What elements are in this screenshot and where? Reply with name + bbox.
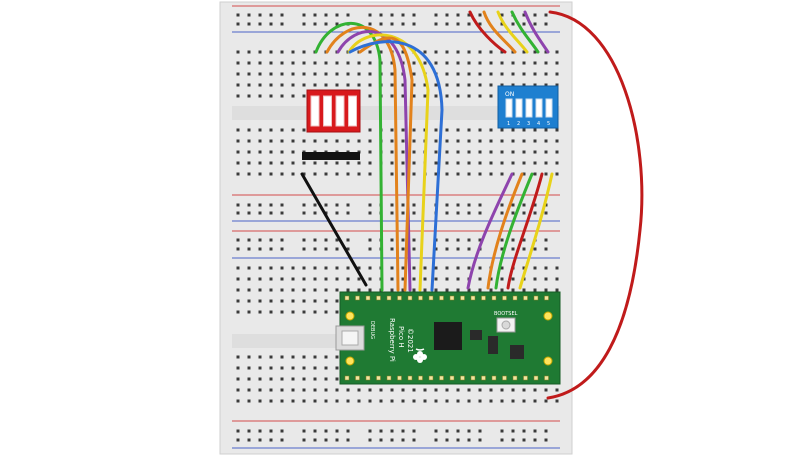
dip-lever[interactable] xyxy=(505,98,513,118)
pin-hole xyxy=(544,295,549,301)
pin-hole xyxy=(407,375,413,381)
wire-yellow xyxy=(518,172,554,290)
dip-lever[interactable] xyxy=(525,98,533,118)
pin-hole xyxy=(512,375,518,381)
wire-green xyxy=(510,10,540,54)
pin-hole xyxy=(344,375,350,381)
led-segment xyxy=(348,95,357,127)
pin-hole xyxy=(481,295,486,301)
rp2040-chip xyxy=(434,322,462,350)
pin-hole xyxy=(355,295,360,301)
pin-hole xyxy=(481,375,486,381)
wire-purple xyxy=(523,10,550,54)
pin-hole xyxy=(523,375,528,381)
regulator xyxy=(510,345,524,359)
pin-hole xyxy=(502,295,507,301)
wire-orange xyxy=(482,10,517,54)
pin-hole xyxy=(449,295,455,301)
wire-red xyxy=(546,10,644,400)
resistor-network xyxy=(302,152,360,160)
wire-orange xyxy=(486,172,524,290)
mount-hole-bl xyxy=(345,356,355,366)
pin-hole xyxy=(365,295,371,301)
pin-hole xyxy=(449,375,455,381)
wire-green xyxy=(314,21,384,292)
led-segment xyxy=(310,95,320,127)
dip-position-label: 3 xyxy=(527,121,530,127)
mount-hole-tr xyxy=(543,311,553,321)
pin-hole xyxy=(491,295,497,301)
board-name-line1: Raspberry Pi xyxy=(388,318,396,362)
wire-yellow xyxy=(496,10,529,54)
pin-hole xyxy=(533,375,539,381)
pin-hole xyxy=(365,375,371,381)
wire-red xyxy=(506,172,544,290)
jumper-wires xyxy=(300,10,644,400)
pin-hole xyxy=(428,295,434,301)
dip-on-label: ON xyxy=(505,91,514,98)
pin-hole xyxy=(533,295,539,301)
dip-position-label: 5 xyxy=(547,121,550,127)
led-bar-graph xyxy=(306,89,361,133)
pin-hole xyxy=(491,375,497,381)
pin-hole xyxy=(512,295,518,301)
pin-hole xyxy=(470,295,476,301)
pin-hole xyxy=(470,375,476,381)
pin-hole xyxy=(397,295,402,301)
pin-hole xyxy=(376,295,381,301)
dip-position-label: 4 xyxy=(537,121,540,127)
wire-orange xyxy=(325,26,400,292)
dip-position-label: 2 xyxy=(517,121,520,127)
pin-hole xyxy=(397,375,402,381)
pin-hole xyxy=(523,295,528,301)
wire-black xyxy=(300,172,368,287)
pin-hole xyxy=(376,375,381,381)
mount-hole-tl xyxy=(345,311,355,321)
pin-hole xyxy=(460,295,465,301)
pin-hole xyxy=(439,295,444,301)
pin-hole xyxy=(418,295,423,301)
dip-lever[interactable] xyxy=(535,98,543,118)
pin-hole xyxy=(344,295,350,301)
wire-purple xyxy=(466,172,514,290)
pin-hole xyxy=(439,375,444,381)
pin-hole xyxy=(386,295,392,301)
dip-switch[interactable]: ON 1 2 3 4 5 xyxy=(497,85,559,129)
pico-board: BOOTSEL Raspberry Pi Pico H ©2021 DEBUG xyxy=(335,291,561,385)
pin-hole xyxy=(428,375,434,381)
pin-hole xyxy=(355,375,360,381)
pin-hole xyxy=(386,375,392,381)
board-copyright: ©2021 xyxy=(406,328,414,353)
led-segment xyxy=(323,95,332,127)
pin-hole xyxy=(502,375,507,381)
pin-hole xyxy=(407,295,413,301)
debug-label: DEBUG xyxy=(369,321,375,339)
mount-hole-br xyxy=(543,356,553,366)
bootsel-label: BOOTSEL xyxy=(494,311,518,317)
board-name-line2: Pico H xyxy=(397,326,405,348)
flash-chip xyxy=(470,330,482,340)
dip-lever[interactable] xyxy=(545,98,553,118)
wire-green xyxy=(494,172,534,290)
dip-position-label: 1 xyxy=(507,121,510,127)
dip-lever[interactable] xyxy=(515,98,523,118)
raspberry-logo xyxy=(413,348,427,363)
pin-hole xyxy=(460,375,465,381)
wire-blue xyxy=(348,40,444,292)
led-segment xyxy=(335,95,345,127)
pin-hole xyxy=(544,375,549,381)
wire-red xyxy=(468,10,507,54)
pin-hole xyxy=(418,375,423,381)
